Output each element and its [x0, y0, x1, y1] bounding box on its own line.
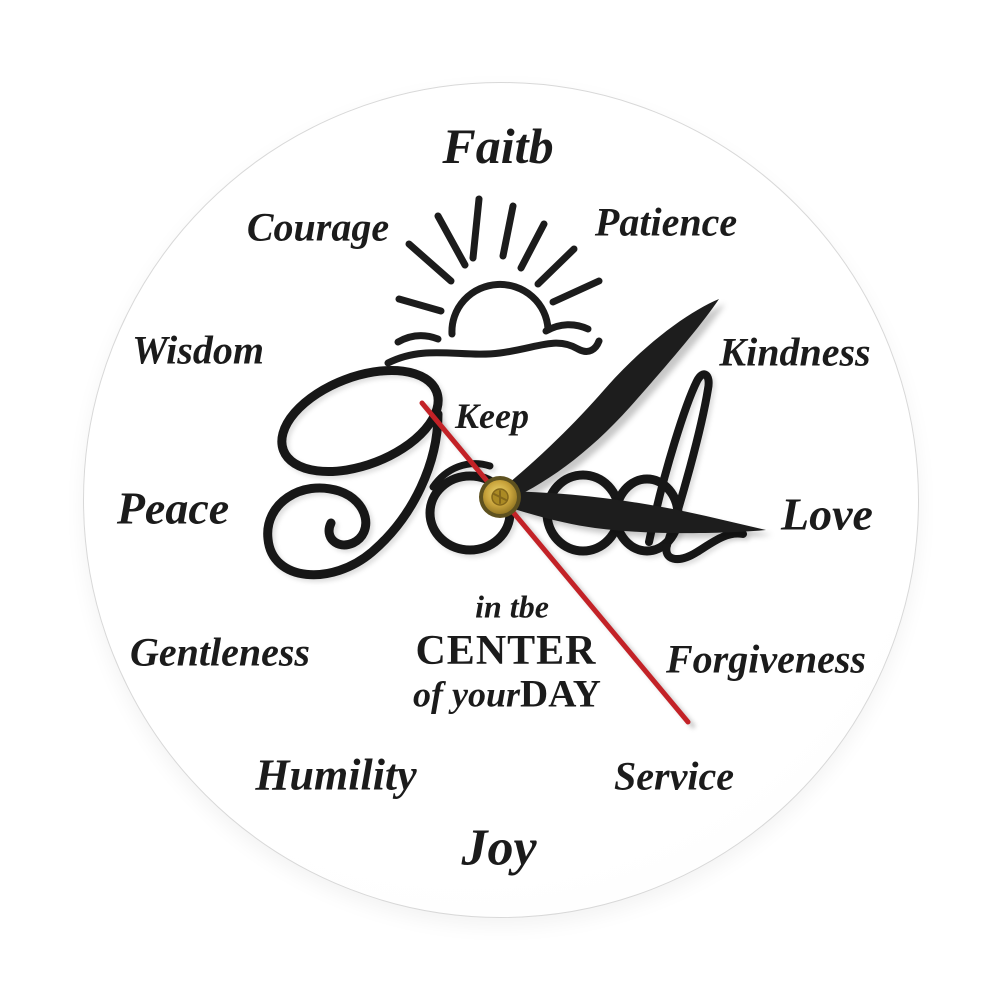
of-your-text: of your [413, 674, 521, 715]
god-script-text: God [0, 0, 1, 1]
clock-word-12: Faitb [442, 118, 554, 174]
clock-word-6: Joy [461, 819, 537, 877]
clock-word-10: Wisdom [132, 327, 264, 373]
of-your-day-line: of yourDAY [413, 672, 601, 717]
keep-text: Keep [455, 396, 529, 436]
clock-word-8: Gentleness [130, 629, 310, 675]
clock-word-1: Patience [594, 199, 738, 245]
clock-word-2: Kindness [719, 329, 871, 375]
clock-word-5: Service [614, 753, 734, 799]
center-text: CENTER [415, 628, 597, 674]
clock-word-11: Courage [246, 204, 390, 250]
clock-word-3: Love [781, 488, 873, 540]
clock-word-4: Forgiveness [666, 636, 866, 682]
clock-word-7: Humility [255, 750, 417, 800]
day-text: DAY [520, 672, 601, 716]
clock-word-9: Peace [116, 482, 230, 534]
in-the-text: in tbe [475, 588, 549, 625]
